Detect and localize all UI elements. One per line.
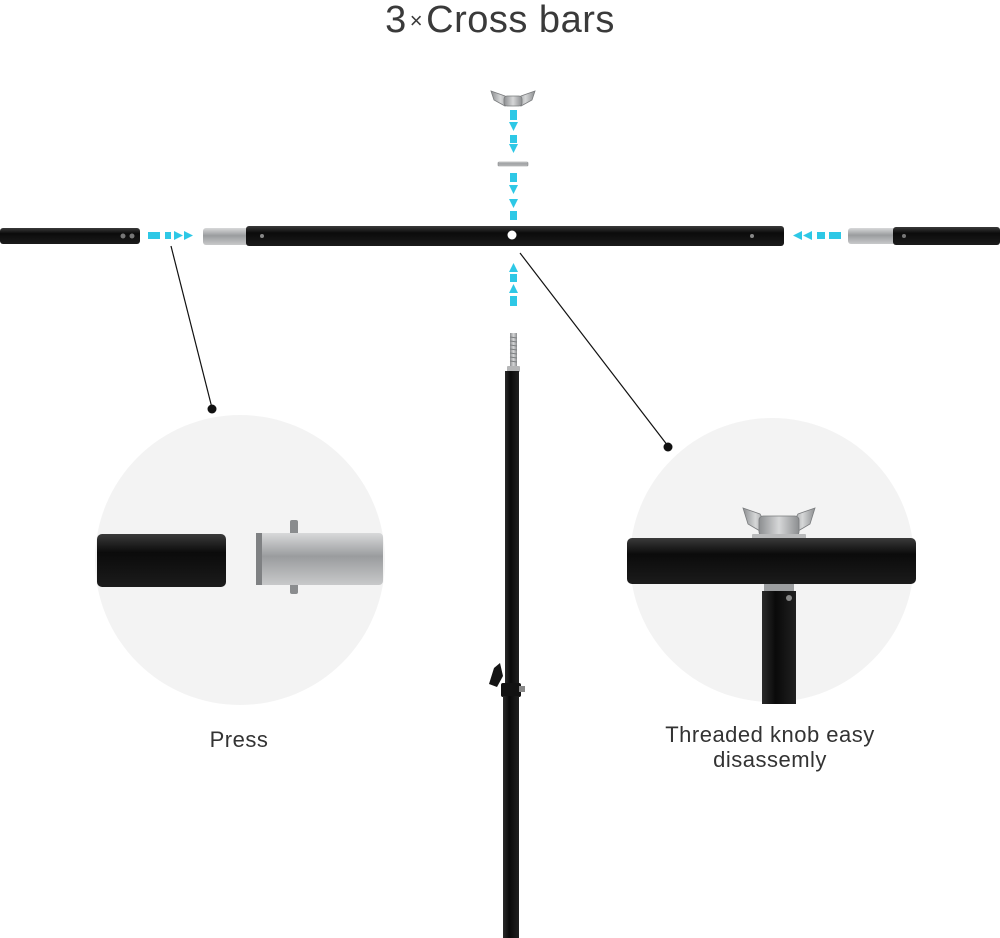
detail-crossbar-tube [627, 538, 916, 584]
stand-pole [489, 371, 525, 938]
title-text: Cross bars [426, 0, 615, 41]
press-detail-circle [95, 415, 385, 705]
threaded-knob-detail-circle [627, 418, 916, 704]
threaded-knob-caption-line1: Threaded knob easy [665, 722, 875, 747]
detail-black-tube [97, 534, 226, 587]
callout-line-left [170, 245, 217, 414]
callout-line-right [519, 252, 673, 452]
threaded-knob-caption-line2: disassemly [713, 747, 827, 772]
title-count: 3 [385, 0, 407, 41]
page-title: 3×Cross bars [0, 0, 1000, 41]
arrow-icon [148, 110, 841, 306]
title-multiplier: × [409, 8, 424, 33]
stand-lock-collar [501, 683, 521, 697]
threaded-stud [507, 333, 520, 372]
center-hole [507, 230, 517, 240]
washer-icon [497, 161, 529, 167]
stand-lock-knob [489, 663, 503, 687]
press-caption: Press [209, 727, 269, 752]
wing-nut-icon [490, 90, 536, 107]
left-crossbar-segment [0, 228, 140, 244]
threaded-knob-caption: Threaded knob easy disassemly [640, 722, 900, 772]
center-crossbar [203, 226, 784, 246]
right-crossbar-segment [848, 227, 1000, 245]
center-crossbar-metal-end [203, 228, 251, 245]
detail-metal-connector [256, 533, 383, 585]
